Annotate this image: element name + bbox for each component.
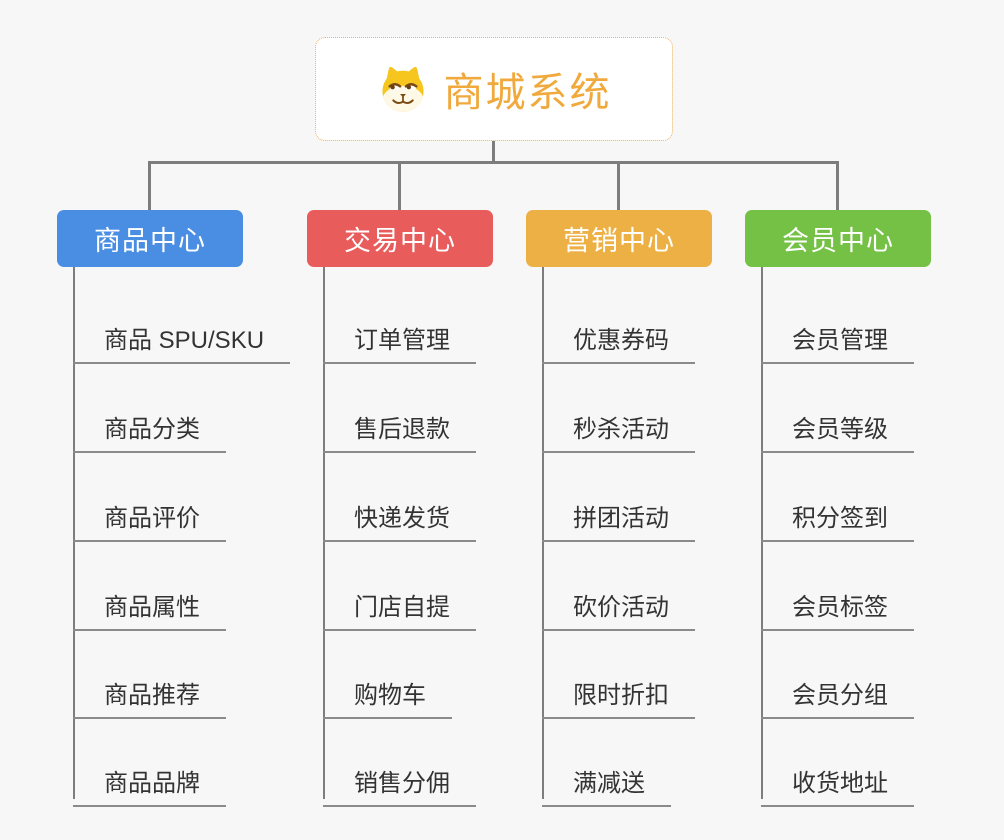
branch-node-product[interactable]: 商品中心 [57,210,243,267]
sub-topic[interactable]: 拼团活动 [542,488,695,542]
root-title: 商城系统 [443,71,612,115]
connector-drop-2 [398,161,401,210]
sub-topic[interactable]: 积分签到 [761,488,914,542]
dog-face-icon [381,66,424,112]
sub-topic[interactable]: 快递发货 [323,488,476,542]
sub-topic[interactable]: 砍价活动 [542,577,695,631]
sub-topic[interactable]: 订单管理 [323,310,476,364]
sub-topic[interactable]: 售后退款 [323,399,476,453]
sub-topic[interactable]: 优惠券码 [542,310,695,364]
sub-topic[interactable]: 会员分组 [761,665,914,719]
sub-topic[interactable]: 商品品牌 [73,753,226,807]
connector-trunk [148,161,839,164]
sub-topic[interactable]: 商品分类 [73,399,226,453]
sub-topic[interactable]: 秒杀活动 [542,399,695,453]
sub-topic[interactable]: 会员管理 [761,310,914,364]
sub-topic[interactable]: 限时折扣 [542,665,695,719]
sub-topic[interactable]: 商品属性 [73,577,226,631]
branch-spine [323,267,325,799]
sub-topic[interactable]: 购物车 [323,665,452,719]
sub-topic[interactable]: 商品推荐 [73,665,226,719]
sub-topic[interactable]: 满减送 [542,753,671,807]
root-node[interactable]: 商城系统 [315,37,673,141]
sub-topic[interactable]: 会员等级 [761,399,914,453]
connector-drop-1 [148,161,151,210]
sub-topic[interactable]: 会员标签 [761,577,914,631]
sub-topic[interactable]: 商品 SPU/SKU [73,310,291,364]
branch-spine [542,267,544,799]
connector-drop-3 [617,161,620,210]
branch-node-member[interactable]: 会员中心 [745,210,931,267]
branch-node-trade[interactable]: 交易中心 [307,210,493,267]
branch-spine [761,267,763,799]
sub-topic[interactable]: 销售分佣 [323,753,476,807]
branch-node-marketing[interactable]: 营销中心 [526,210,712,267]
sub-topic[interactable]: 收货地址 [761,753,914,807]
branch-spine [73,267,75,799]
connector-drop-4 [836,161,839,210]
sub-topic[interactable]: 商品评价 [73,488,226,542]
sub-topic[interactable]: 门店自提 [323,577,476,631]
connector-root-stem [492,141,495,163]
